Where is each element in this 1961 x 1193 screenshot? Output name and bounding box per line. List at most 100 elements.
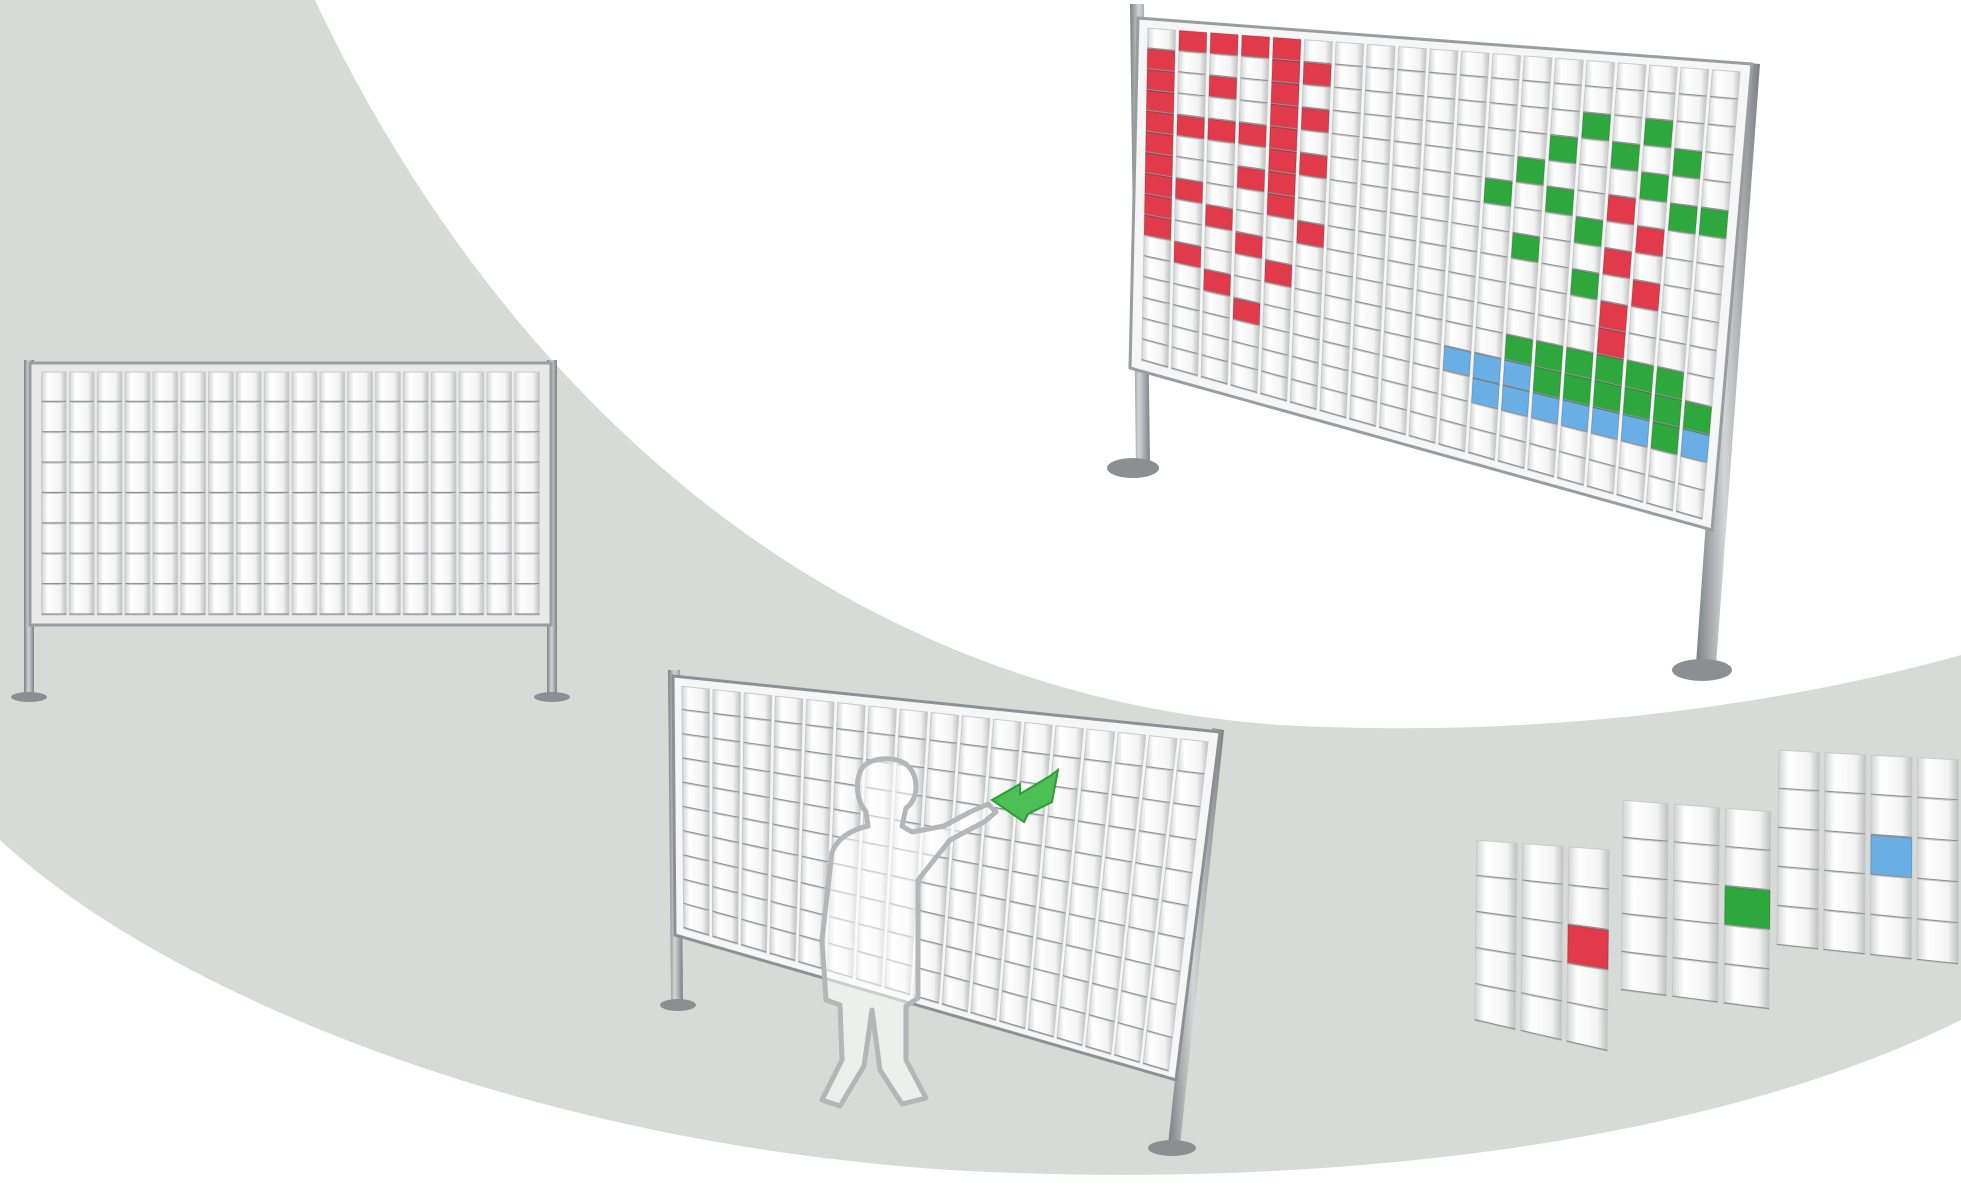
- cup-rim: [1142, 296, 1170, 305]
- cup-cell: [1170, 347, 1199, 377]
- cup-rim: [1448, 271, 1476, 278]
- cup-cell: [1165, 835, 1197, 875]
- cup-cell: [1551, 83, 1582, 113]
- cup-cell: [711, 911, 739, 946]
- cup-rim: [741, 868, 769, 876]
- left-foot: [11, 692, 47, 702]
- cup-rim: [1501, 409, 1528, 418]
- cup-rim: [1322, 340, 1350, 348]
- zoom-detail: [1474, 749, 1959, 1052]
- cup-rim: [1364, 113, 1392, 118]
- cup-cell: [928, 711, 960, 745]
- cup-rim: [1241, 55, 1269, 59]
- cup-rim: [1478, 276, 1506, 283]
- cup-cell: [263, 493, 290, 525]
- cup-rim: [1205, 225, 1233, 232]
- cup-cell: [403, 493, 429, 525]
- cup-rim: [1455, 148, 1484, 153]
- cup-cell: [208, 401, 234, 434]
- cup-cell: [69, 493, 95, 525]
- cup-cell: [957, 744, 989, 779]
- cup-cell: [236, 401, 262, 434]
- cup-rim: [681, 708, 710, 714]
- cup-rim: [741, 918, 768, 927]
- cup-rim: [1477, 301, 1505, 309]
- cup-rim: [1608, 193, 1636, 199]
- cup-rim: [1172, 303, 1200, 312]
- zoom-cup: [1673, 803, 1721, 848]
- right-foot: [1672, 659, 1732, 681]
- cup-cell: [1520, 80, 1551, 110]
- zoom-cup: [1673, 842, 1720, 887]
- cup-cell: [152, 493, 178, 525]
- cup-rim: [1171, 346, 1199, 355]
- cup-cell: [347, 584, 373, 616]
- zoom-cup: [1777, 788, 1820, 832]
- cup-rim: [1270, 125, 1298, 130]
- cup-cell: [96, 432, 123, 464]
- cup-cell: [1586, 459, 1616, 495]
- cup-rim: [929, 739, 957, 744]
- cup-cell: [263, 584, 290, 616]
- cup-rim: [1147, 47, 1176, 51]
- cup-rim: [741, 893, 768, 902]
- cup-rim: [1449, 246, 1478, 253]
- cup-rim: [803, 802, 831, 809]
- cup-rim: [712, 786, 740, 793]
- cup-cell: [1168, 803, 1201, 842]
- cup-cell: [263, 553, 290, 586]
- color-cup-red: [1240, 34, 1271, 60]
- cup-rim: [1177, 92, 1206, 97]
- cup-cell: [375, 371, 401, 403]
- cup-rim: [1917, 877, 1959, 883]
- cup-rim: [1427, 95, 1456, 100]
- cup-rim: [1460, 74, 1488, 78]
- cup-cell: [319, 553, 345, 586]
- cup-rim: [1145, 766, 1174, 771]
- cup-cell: [69, 371, 95, 403]
- cup-rim: [1269, 147, 1297, 153]
- cup-rim: [1302, 83, 1331, 88]
- cup-rim: [740, 943, 767, 953]
- cup-rim: [1267, 191, 1295, 198]
- cup-rim: [1452, 197, 1481, 203]
- cup-rim: [1330, 155, 1359, 161]
- cup-rim: [1707, 123, 1736, 128]
- cup-rim: [1203, 268, 1231, 275]
- cup-rim: [1208, 95, 1237, 101]
- zoom-cup: [1620, 951, 1668, 997]
- cup-rim: [1410, 410, 1437, 419]
- cup-cell: [959, 715, 991, 749]
- cup-rim: [1114, 1053, 1140, 1063]
- cup-rim: [1552, 108, 1580, 113]
- cup-cell: [291, 523, 318, 555]
- cup-rim: [1442, 369, 1470, 377]
- cup-cell: [1395, 69, 1426, 98]
- cup-rim: [943, 974, 970, 983]
- cup-rim: [1301, 106, 1330, 111]
- cup-rim: [1622, 836, 1668, 842]
- cup-cell: [1172, 770, 1205, 809]
- cup-rim: [1777, 865, 1819, 871]
- cup-rim: [743, 766, 771, 773]
- cup-cell: [458, 523, 485, 555]
- cup-rim: [1092, 982, 1118, 991]
- cup-rim: [1585, 85, 1613, 89]
- cup-rim: [1675, 510, 1703, 520]
- cup-cell: [1611, 115, 1643, 146]
- cup-rim: [1550, 133, 1578, 139]
- cup-rim: [1475, 946, 1517, 955]
- cup-cell: [430, 371, 457, 403]
- cup-rim: [1673, 918, 1719, 925]
- cup-rim: [1263, 303, 1291, 311]
- zoom-cup: [1520, 993, 1563, 1042]
- cup-rim: [1483, 201, 1511, 208]
- cup-cell: [41, 401, 67, 434]
- cup-cell: [514, 584, 540, 616]
- cup-rim: [1207, 138, 1235, 144]
- cup-cell: [970, 983, 1000, 1022]
- cup-rim: [1381, 378, 1409, 387]
- cup-rim: [1178, 50, 1207, 54]
- cup-rim: [1538, 313, 1565, 321]
- cup-rim: [1385, 307, 1413, 315]
